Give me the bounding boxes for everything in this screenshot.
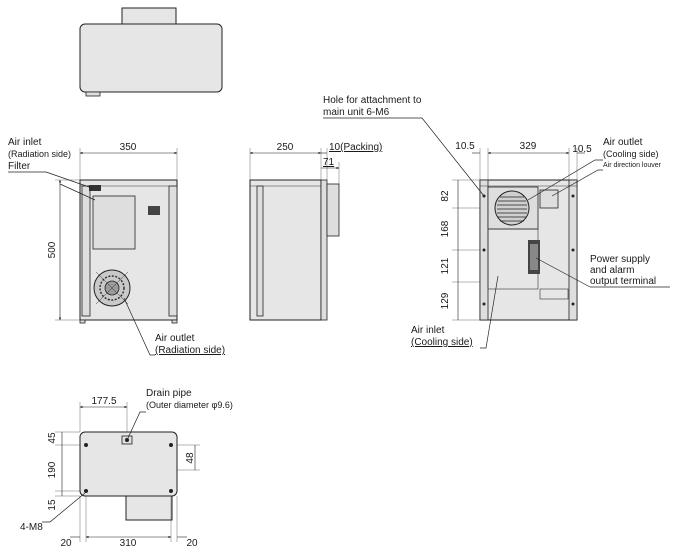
label-hole-line2: main unit 6-M6 xyxy=(323,107,390,118)
bottom-bolt-hole xyxy=(84,489,88,493)
dim-bottom-48: 48 xyxy=(185,452,196,464)
front-air-inlet-grille xyxy=(89,185,101,191)
label-drain-outer-diameter: (Outer diameter φ9.6) xyxy=(146,400,233,410)
front-right-flange xyxy=(168,185,178,317)
label-air-outlet-radiation: Air outlet xyxy=(155,333,195,344)
label-cooling-side: (Cooling side) xyxy=(603,149,659,159)
label-radiation-side: (Radiation side) xyxy=(8,149,71,159)
dim-rear-168: 168 xyxy=(440,220,451,237)
dim-bottom-45: 45 xyxy=(47,432,58,444)
side-duct xyxy=(326,183,340,237)
bottom-bolt-hole xyxy=(84,443,88,447)
front-view: 350 500 Air inlet (Radiation side) Filte… xyxy=(8,137,225,356)
dim-bottom-left-20: 20 xyxy=(60,538,72,549)
dim-rear-121: 121 xyxy=(440,257,451,274)
top-view-duct xyxy=(121,7,177,26)
dim-rear-82: 82 xyxy=(440,190,451,202)
label-power-line1: Power supply xyxy=(590,254,650,265)
bottom-duct xyxy=(125,495,173,521)
label-filter: Filter xyxy=(8,161,31,172)
label-bolt-holes: 4-M8 xyxy=(20,522,43,533)
front-left-flange xyxy=(81,185,91,317)
bottom-bolt-hole xyxy=(169,489,173,493)
top-view xyxy=(79,7,223,97)
dim-bottom-190: 190 xyxy=(47,461,58,478)
label-air-outlet-cooling: Air outlet xyxy=(603,137,643,148)
rear-air-direction-louver xyxy=(539,189,559,209)
front-filter-panel xyxy=(92,195,136,250)
top-view-body xyxy=(79,23,223,93)
top-view-foot xyxy=(85,91,101,97)
bottom-bolt-hole xyxy=(169,443,173,447)
label-hole-line1: Hole for attachment to xyxy=(323,95,422,106)
dim-side-71: 71 xyxy=(323,157,335,168)
dim-side-depth: 250 xyxy=(277,142,294,153)
label-air-direction-louver: Air direction louver xyxy=(603,162,662,169)
bottom-view: 177.5 45 190 15 48 20 310 20 Drain pipe … xyxy=(20,388,233,549)
label-air-inlet-radiation: Air inlet xyxy=(8,137,42,148)
front-nameplate xyxy=(148,206,160,215)
rear-fan-outlet xyxy=(494,190,530,226)
side-view: 250 10(Packing) 71 xyxy=(249,142,382,321)
label-air-inlet-cooling: Air inlet xyxy=(411,325,445,336)
dim-rear-129: 129 xyxy=(440,292,451,309)
label-radiation-side-underlined: (Radiation side) xyxy=(155,345,225,356)
dim-bottom-310: 310 xyxy=(120,538,137,549)
dim-bottom-15: 15 xyxy=(47,499,58,511)
dim-rear-width: 329 xyxy=(520,141,537,152)
side-packing xyxy=(320,179,328,321)
rear-view: 10.5 329 10.5 82 168 121 129 Hole for at… xyxy=(323,95,670,349)
dim-side-packing: 10(Packing) xyxy=(329,142,382,153)
label-drain-pipe: Drain pipe xyxy=(146,388,192,399)
dim-bottom-right-20: 20 xyxy=(186,538,198,549)
dim-front-height: 500 xyxy=(47,241,58,258)
dim-rear-right: 10.5 xyxy=(572,144,592,155)
label-power-line3: output terminal xyxy=(590,276,656,287)
dim-bottom-1775: 177.5 xyxy=(91,396,116,407)
dim-front-width: 350 xyxy=(120,142,137,153)
dim-rear-left: 10.5 xyxy=(455,141,475,152)
label-cooling-side-underlined: (Cooling side) xyxy=(411,337,473,348)
label-power-line2: and alarm xyxy=(590,265,634,276)
